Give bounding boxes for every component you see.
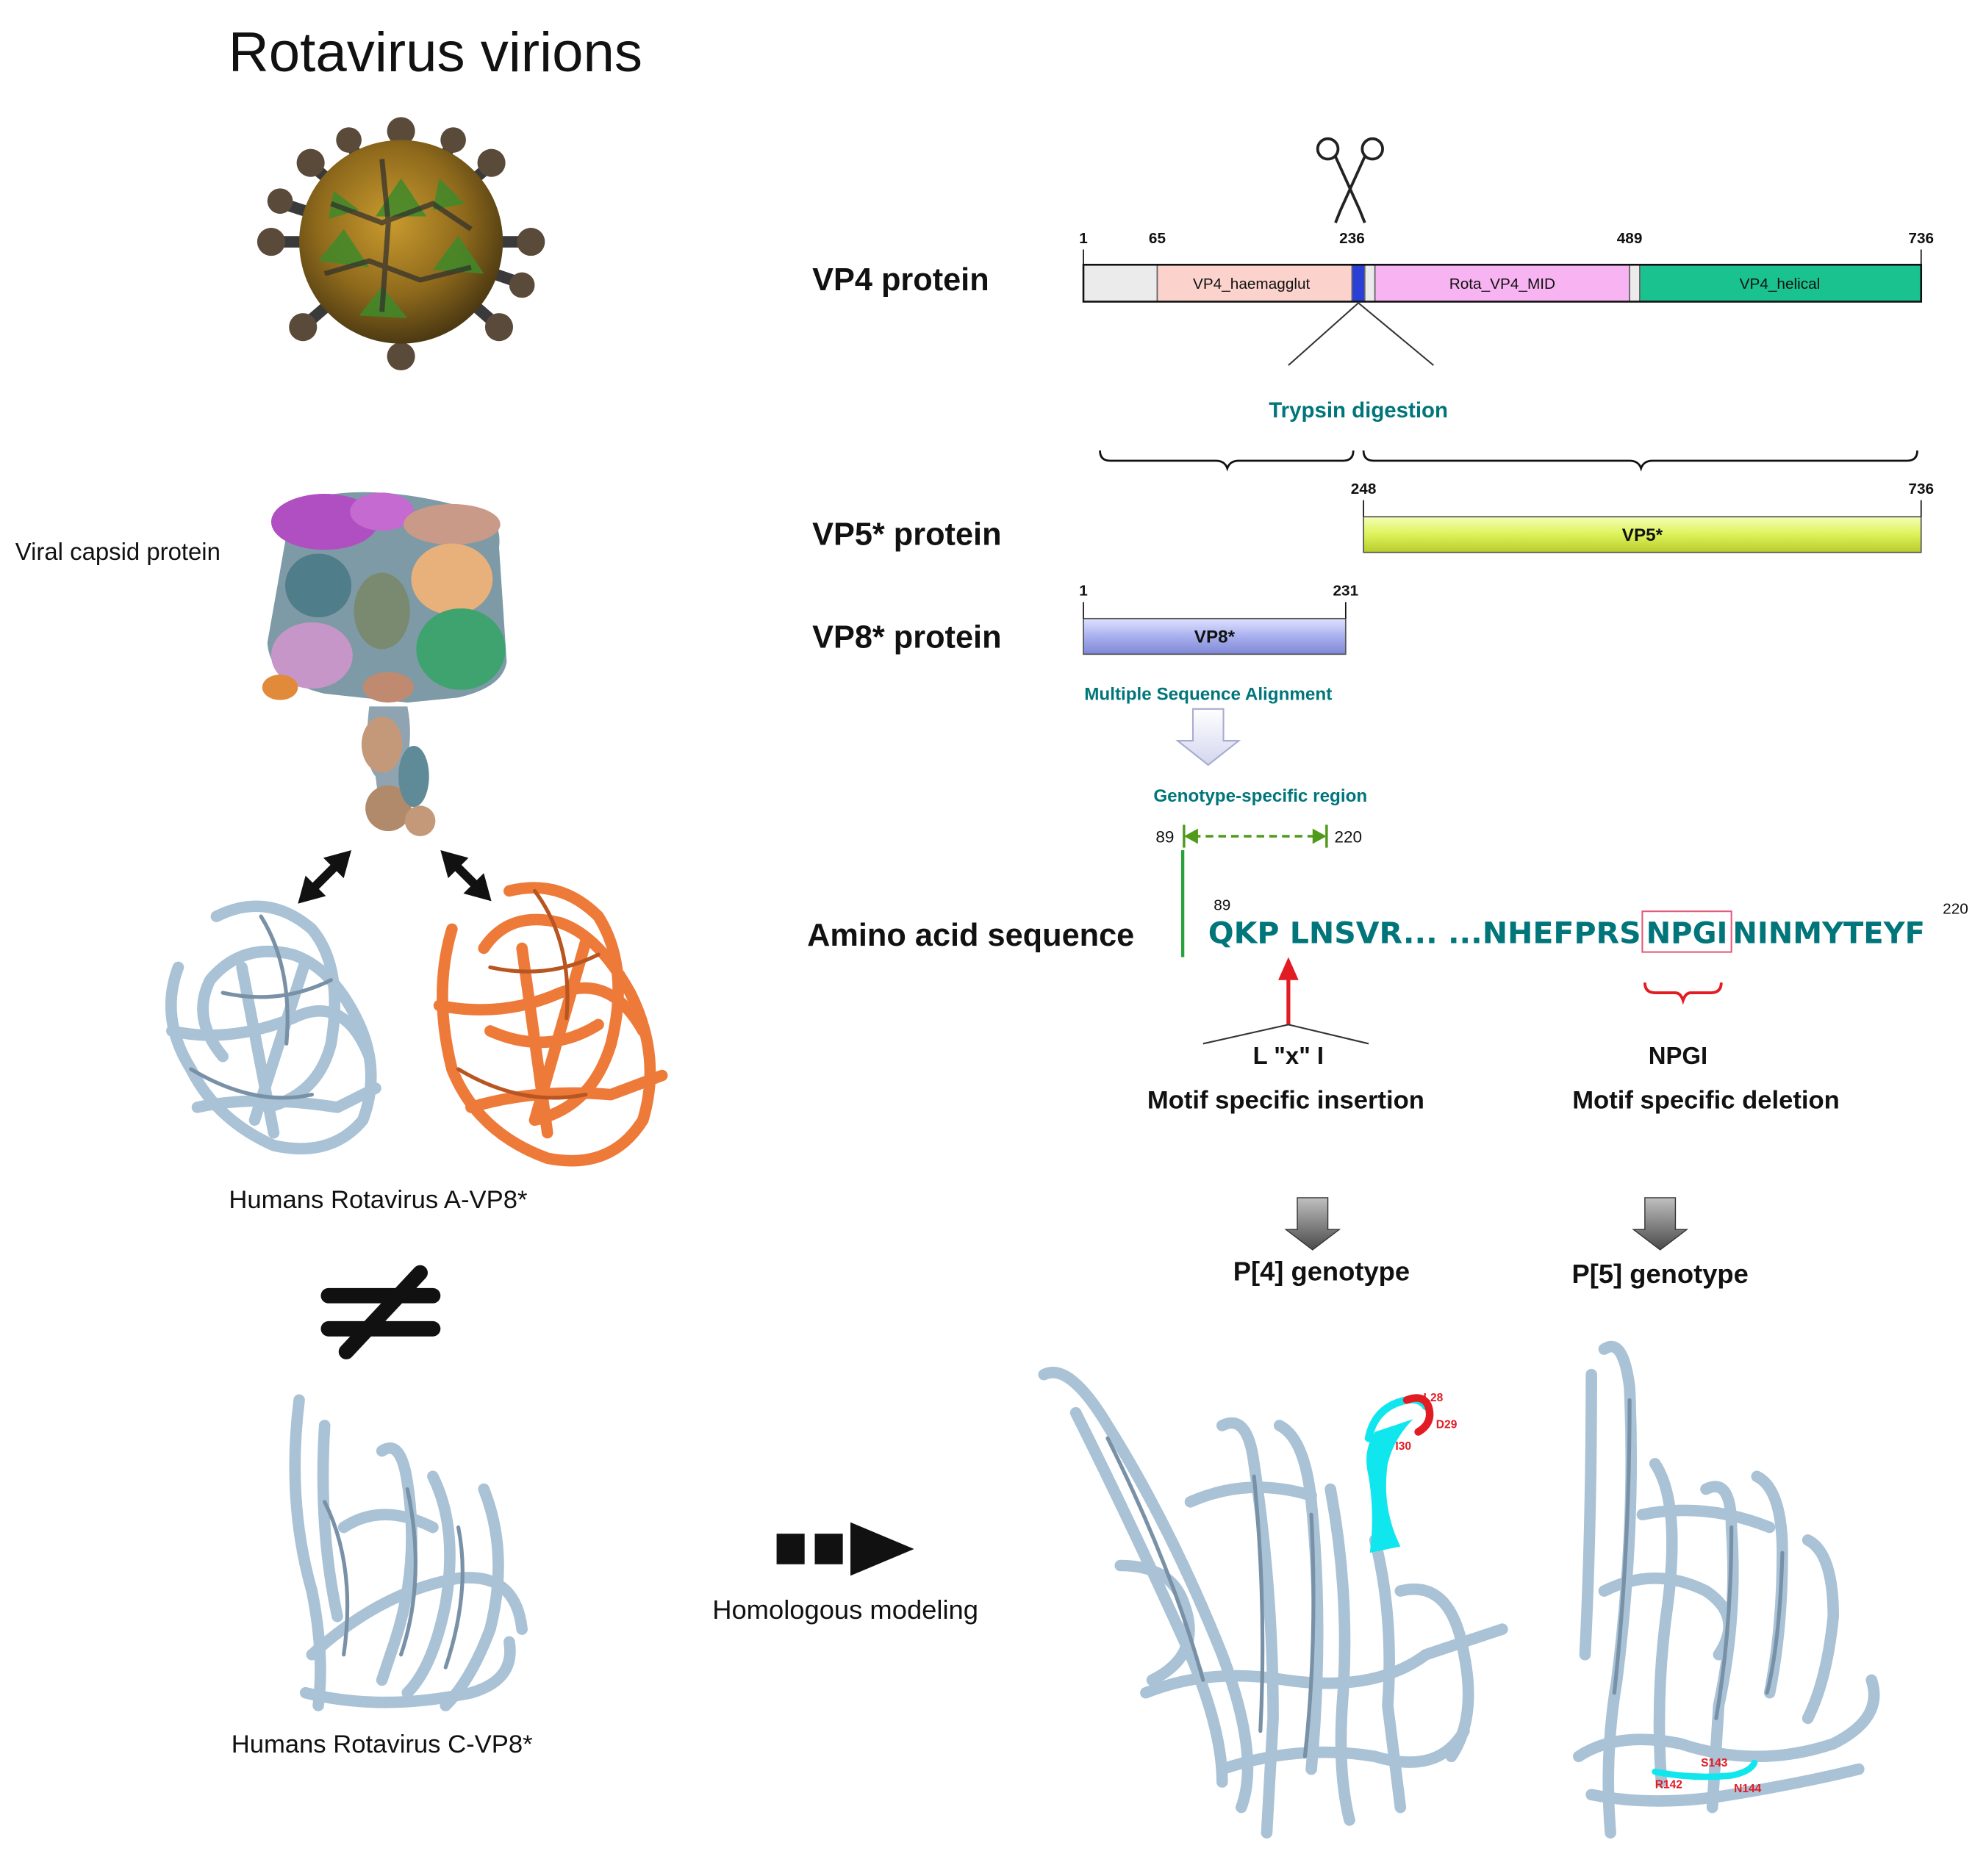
deletion-motif: NPGI [1649, 1042, 1707, 1069]
capsid-protein-label: Viral capsid protein [15, 538, 221, 565]
vp4-tick-1: 1 [1079, 230, 1088, 247]
p5-residue-r142: R142 [1655, 1779, 1683, 1791]
sequence-end: 220 [1943, 901, 1968, 918]
vp4-label: VP4 protein [812, 262, 989, 298]
double-arrow-icon [298, 850, 352, 904]
trypsin-digestion-label: Trypsin digestion [1269, 398, 1448, 423]
p5-down-arrow-icon [1632, 1197, 1689, 1251]
vp4-domain-helical: VP4_helical [1740, 276, 1821, 292]
rvc-vp8-ribbon [289, 1394, 528, 1711]
sequence-label: Amino acid sequence [807, 918, 1134, 953]
trypsin-cleavage-lines [1288, 302, 1435, 366]
double-arrow-icon [440, 850, 492, 902]
deletion-brace [1643, 982, 1723, 1005]
deletion-caption: Motif specific deletion [1572, 1087, 1840, 1115]
p5-residue-n144: N144 [1734, 1783, 1762, 1795]
p4-residue-l28: L28 [1423, 1392, 1443, 1404]
genotype-region-start: 89 [1155, 828, 1174, 847]
vp8-bar [1083, 617, 1347, 655]
vp4-tick-236: 236 [1339, 230, 1365, 247]
vp5-label: VP5* protein [812, 517, 1001, 552]
scissors-icon [1316, 137, 1384, 223]
homologous-modeling-label: Homologous modeling [712, 1595, 978, 1625]
vp5-end: 736 [1908, 481, 1934, 497]
msa-down-arrow-icon [1175, 708, 1241, 766]
vp8-label: VP8* protein [812, 620, 1001, 655]
virion-image [257, 117, 545, 371]
vp4-bar [1082, 249, 1923, 303]
sequence-boxed-motif: NPGI [1646, 916, 1728, 950]
sequence-part2: NINMYTEYF [1732, 916, 1925, 950]
p4-residue-d29: D29 [1436, 1418, 1458, 1431]
genotype-region-range [1180, 824, 1328, 957]
vp4-tick-736: 736 [1908, 230, 1934, 247]
genotype-region-end: 220 [1335, 828, 1363, 847]
p5-residue-s143: S143 [1701, 1757, 1728, 1769]
vp8-bar-text: VP8* [1194, 628, 1236, 647]
p4-model-ribbon [1038, 1367, 1508, 1839]
vp5-bar [1363, 516, 1922, 553]
vp4-domain-haemagglut: VP4_haemagglut [1193, 276, 1311, 292]
msa-label: Multiple Sequence Alignment [1084, 685, 1332, 705]
homologous-modeling-arrow-icon [776, 1522, 914, 1576]
p4-genotype-label: P[4] genotype [1233, 1256, 1410, 1286]
p5-genotype-label: P[5] genotype [1571, 1259, 1748, 1289]
p4-down-arrow-icon [1284, 1197, 1341, 1251]
figure-title: Rotavirus virions [229, 21, 642, 84]
p5-model-ribbon [1573, 1340, 1880, 1839]
rva-vp8-label: Humans Rotavirus A-VP8* [229, 1186, 527, 1214]
rvc-vp8-label: Humans Rotavirus C-VP8* [232, 1731, 533, 1758]
vp8-start: 1 [1079, 583, 1088, 600]
not-equal-icon [320, 1265, 441, 1359]
vp4-tick-489: 489 [1617, 230, 1643, 247]
rva-vp8-ribbon-blue [165, 900, 381, 1155]
vp5-brace [1362, 450, 1918, 472]
capsid-protein-image [262, 492, 507, 836]
npgi-highlight-box [1641, 910, 1732, 953]
insertion-motif: L "x" I [1253, 1042, 1324, 1069]
vp5-bar-text: VP5* [1622, 525, 1663, 545]
vp8-brace [1099, 450, 1355, 472]
sequence-part1: QKP LNSVR... ...NHEFPRS [1208, 916, 1641, 950]
genotype-region-label: Genotype-specific region [1153, 786, 1367, 806]
vp4-tick-65: 65 [1149, 230, 1166, 247]
p4-residue-i30: I30 [1395, 1440, 1411, 1453]
insertion-arrow-icon [1202, 957, 1369, 1045]
insertion-caption: Motif specific insertion [1147, 1087, 1424, 1115]
vp5-start: 248 [1351, 481, 1377, 497]
vp4-domain-mid: Rota_VP4_MID [1449, 276, 1555, 292]
vp8-end: 231 [1333, 583, 1359, 600]
sequence-start: 89 [1214, 896, 1230, 913]
rva-vp8-ribbon-orange [433, 882, 668, 1167]
